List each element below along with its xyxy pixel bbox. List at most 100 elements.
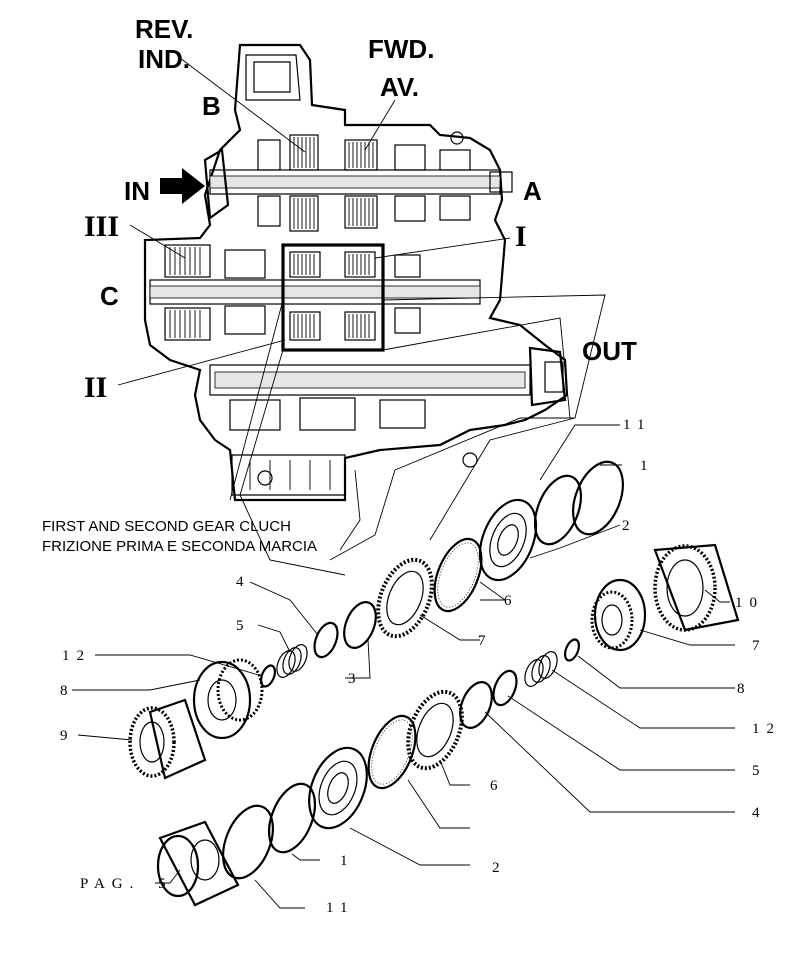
gear-middle-left <box>224 249 266 279</box>
callout-numbers: 11 1 2 6 10 7 8 12 5 4 4 5 12 8 9 3 7 6 … <box>60 417 781 916</box>
callout-right-3: 6 <box>504 593 519 609</box>
out-label: OUT <box>582 336 637 366</box>
caption-line1: FIRST AND SECOND GEAR CLUCH <box>42 518 291 535</box>
callout-bottom-0: 1 <box>340 853 355 869</box>
lower-gear-2 <box>299 397 356 431</box>
part-snap-ring-upper <box>572 460 624 536</box>
label-c: C <box>100 281 119 311</box>
page-ref-label: PAG. <box>80 876 140 892</box>
callout-right-9: 4 <box>752 805 767 821</box>
projection-lines <box>229 294 606 576</box>
callout-right-1: 1 <box>640 458 655 474</box>
part-piston-lower <box>308 746 368 830</box>
part-spring-lower <box>524 651 558 687</box>
part-spacer-lower <box>459 681 493 729</box>
first-second-clutch-pack <box>289 251 376 341</box>
part-friction-disc-upper <box>376 557 434 639</box>
fitting-3 <box>257 470 273 486</box>
housing-outline <box>143 43 569 502</box>
in-label: IN <box>124 176 150 206</box>
callout-left-4: 9 <box>60 728 75 744</box>
callout-leaders <box>72 424 735 909</box>
part-spring-upper <box>276 644 308 678</box>
part-spacer-upper <box>343 601 377 649</box>
gear-lower-2 <box>394 195 426 222</box>
lower-gear-3 <box>379 399 426 429</box>
part-thrust-washer-upper <box>313 621 339 659</box>
callout-right-7: 12 <box>752 721 781 737</box>
forward-clutch-pack <box>344 139 378 229</box>
output-flange-hub <box>544 361 564 393</box>
rev-label-line1: REV. <box>135 14 193 44</box>
gear-upper-3 <box>439 149 471 171</box>
label-roman-three: III <box>84 210 119 243</box>
transmission-cross-section <box>143 43 569 502</box>
part-thrust-washer-lower <box>492 669 518 707</box>
part-hub-gear-upper <box>192 658 264 740</box>
gear-middle-left-lower <box>224 305 266 335</box>
callout-left-3: 8 <box>60 683 75 699</box>
part-steel-disc-upper <box>433 537 483 613</box>
upper-chamber <box>245 54 301 101</box>
callout-bottom-1: 2 <box>492 860 507 876</box>
part-seal-ring-lower <box>267 782 317 854</box>
callout-right-4: 10 <box>735 595 764 611</box>
callout-middle-2: 6 <box>490 778 505 794</box>
sump-ribs <box>249 460 331 490</box>
part-hub-gear-right <box>590 578 647 652</box>
lower-sump <box>231 454 346 496</box>
callout-middle-0: 3 <box>348 671 363 687</box>
callout-right-0: 11 <box>623 417 651 433</box>
part-steel-disc-upper-pattern <box>437 542 479 608</box>
input-shaft-core <box>209 175 501 189</box>
label-roman-two: II <box>84 371 107 404</box>
output-shaft-core <box>214 371 526 389</box>
part-steel-disc-lower-pattern <box>371 719 413 785</box>
middle-shaft-core <box>149 285 481 299</box>
part-piston-upper <box>478 498 538 582</box>
gear-middle-right-lower <box>394 307 421 334</box>
part-drum-gear-upper <box>128 698 207 780</box>
part-drum-right <box>653 543 740 632</box>
page-ref-number: 5 <box>158 876 173 892</box>
callout-right-6: 8 <box>737 681 752 697</box>
label-roman-one: I <box>515 220 527 253</box>
callout-left-2: 12 <box>62 648 91 664</box>
callout-right-2: 2 <box>622 518 637 534</box>
gear-lower-3 <box>439 195 471 221</box>
shaft-end-a <box>489 171 513 193</box>
section-leader-lines <box>117 57 511 386</box>
gear-upper-2 <box>394 144 426 171</box>
callout-middle-1: 7 <box>478 633 493 649</box>
callout-right-5: 7 <box>752 638 767 654</box>
input-flange <box>203 148 230 221</box>
callout-right-8: 5 <box>752 763 767 779</box>
first-second-clutch-highlight <box>281 243 385 352</box>
caption-line2: FRIZIONE PRIMA E SECONDA MARCIA <box>42 538 317 555</box>
label-a: A <box>523 176 542 206</box>
fitting-1 <box>450 131 464 145</box>
part-seal-ring-upper <box>533 474 583 546</box>
output-shaft <box>209 364 531 396</box>
third-gear-clutch-group <box>164 244 211 341</box>
upper-chamber-inner <box>253 61 291 93</box>
part-retaining-ring-lower <box>563 638 581 662</box>
reverse-clutch-pack <box>289 134 319 232</box>
output-flange <box>528 346 567 407</box>
callout-left-0: 4 <box>236 574 251 590</box>
section-labels: REV. IND. FWD. AV. IN OUT A B C I II III <box>84 14 637 404</box>
input-arrow-icon <box>160 168 205 204</box>
exploded-parts <box>128 460 740 907</box>
fwd-label-line1: FWD. <box>368 34 434 64</box>
part-retaining-ring-upper <box>259 664 277 688</box>
part-steel-disc-lower <box>367 714 417 790</box>
lower-gear-1 <box>229 399 281 431</box>
callout-left-1: 5 <box>236 618 251 634</box>
label-b: B <box>202 91 221 121</box>
fitting-2 <box>462 452 478 468</box>
callout-bottom-2: 11 <box>326 900 354 916</box>
fwd-label-line2: AV. <box>380 72 419 102</box>
part-cover-lower <box>156 820 240 907</box>
